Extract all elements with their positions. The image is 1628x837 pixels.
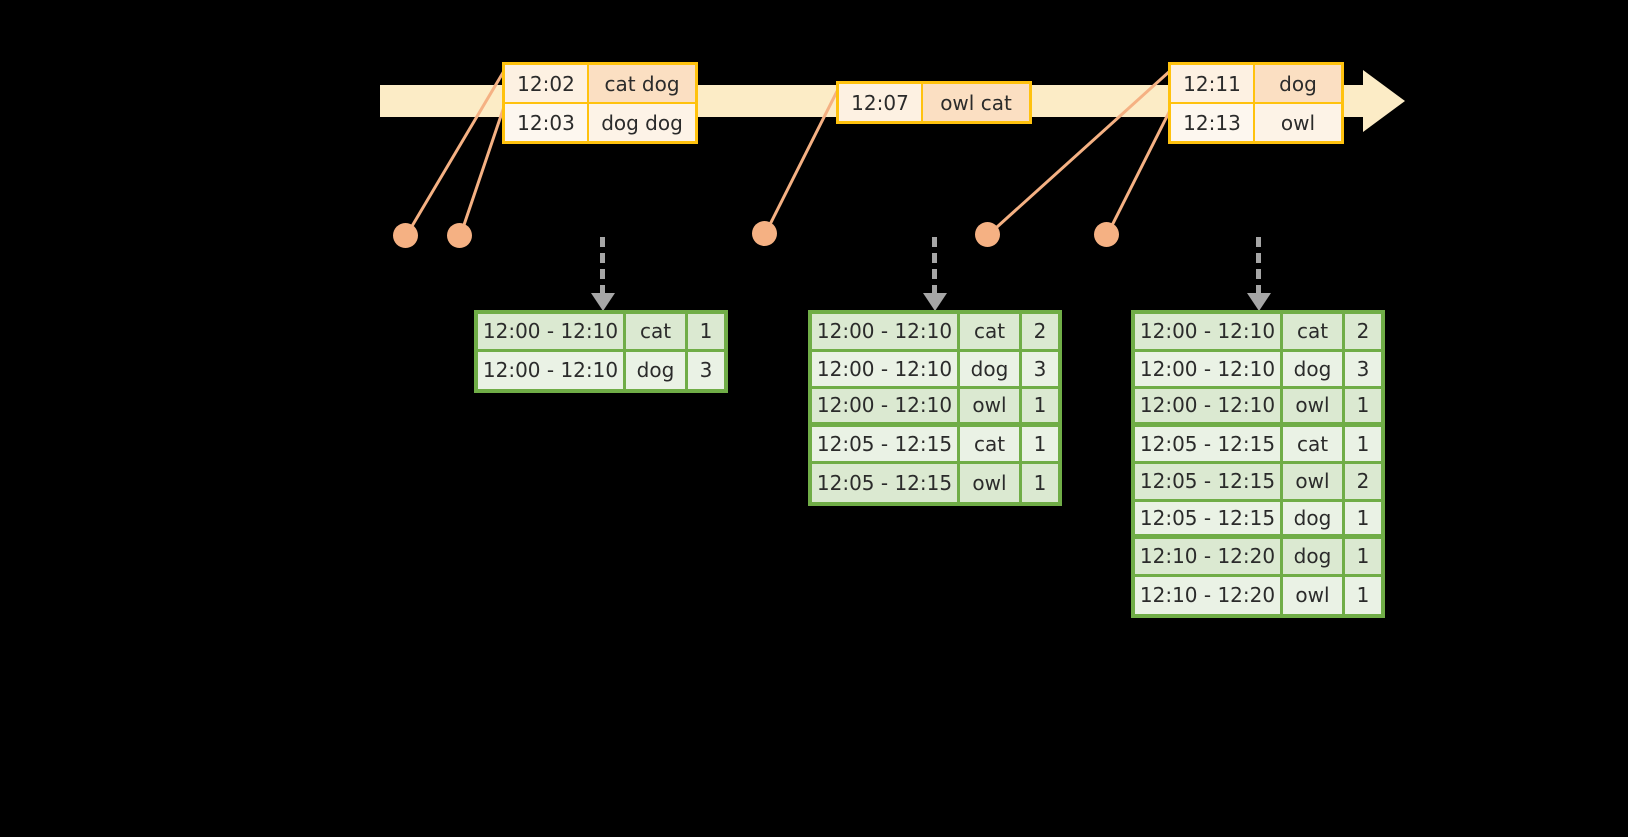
cell-word: cat (1283, 426, 1345, 464)
cell-count: 2 (1345, 464, 1381, 502)
cell-count: 1 (1022, 464, 1058, 502)
cell-time-window: 12:05 - 12:15 (1135, 426, 1283, 464)
dashed-arrow-to-table-3-stem (1256, 237, 1261, 295)
cell-count: 3 (1022, 351, 1058, 389)
dashed-arrow-to-table-1-stem (600, 237, 605, 295)
connector-12-13-dot (1094, 222, 1119, 247)
event-words: dog dog (589, 104, 695, 141)
cell-word: dog (1283, 351, 1345, 389)
cell-count: 1 (1345, 576, 1381, 614)
event-words: owl cat (923, 84, 1029, 121)
connector-12-07-dot (752, 221, 777, 246)
cell-count: 1 (1345, 426, 1381, 464)
cell-count: 3 (688, 351, 724, 389)
cell-time-window: 12:00 - 12:10 (478, 314, 626, 352)
cell-word: cat (960, 314, 1022, 352)
cell-count: 1 (1345, 501, 1381, 539)
cell-word: owl (1283, 464, 1345, 502)
connector-12-13 (1106, 107, 1173, 236)
cell-word: owl (960, 389, 1022, 427)
cell-time-window: 12:00 - 12:10 (1135, 389, 1283, 427)
cell-time-window: 12:00 - 12:10 (1135, 314, 1283, 352)
timeline-arrowhead-icon (1363, 70, 1405, 132)
cell-time-window: 12:00 - 12:10 (478, 351, 626, 389)
cell-time-window: 12:05 - 12:15 (812, 464, 960, 502)
dashed-arrow-to-table-2-head-icon (922, 293, 947, 311)
event-time: 12:11 (1171, 65, 1255, 102)
cell-count: 1 (1022, 389, 1058, 427)
connector-12-03-dot (447, 223, 472, 248)
cell-count: 1 (1345, 389, 1381, 427)
cell-time-window: 12:00 - 12:10 (812, 351, 960, 389)
cell-count: 2 (1345, 314, 1381, 352)
connector-12-03 (459, 105, 506, 236)
event-time: 12:02 (505, 65, 589, 102)
cell-word: owl (960, 464, 1022, 502)
event-words: cat dog (589, 65, 695, 102)
cell-word: dog (1283, 539, 1345, 577)
event-words: owl (1255, 104, 1341, 141)
cell-count: 3 (1345, 351, 1381, 389)
event-time: 12:13 (1171, 104, 1255, 141)
cell-word: cat (1283, 314, 1345, 352)
cell-count: 1 (688, 314, 724, 352)
cell-time-window: 12:05 - 12:15 (812, 426, 960, 464)
cell-time-window: 12:00 - 12:10 (1135, 351, 1283, 389)
cell-count: 1 (1345, 539, 1381, 577)
cell-word: owl (1283, 576, 1345, 614)
cell-word: dog (960, 351, 1022, 389)
cell-time-window: 12:10 - 12:20 (1135, 576, 1283, 614)
cell-time-window: 12:00 - 12:10 (812, 389, 960, 427)
cell-word: owl (1283, 389, 1345, 427)
dashed-arrow-to-table-3-head-icon (1246, 293, 1271, 311)
cell-word: cat (960, 426, 1022, 464)
cell-time-window: 12:05 - 12:15 (1135, 501, 1283, 539)
cell-time-window: 12:00 - 12:10 (812, 314, 960, 352)
connector-12-11-dot (975, 222, 1000, 247)
dashed-arrow-to-table-2-stem (932, 237, 937, 295)
event-time: 12:03 (505, 104, 589, 141)
event-words: dog (1255, 65, 1341, 102)
cell-word: dog (626, 351, 688, 389)
dashed-arrow-to-table-1-head-icon (590, 293, 615, 311)
event-time: 12:07 (839, 84, 923, 121)
cell-time-window: 12:05 - 12:15 (1135, 464, 1283, 502)
connector-12-02-dot (393, 223, 418, 248)
cell-word: cat (626, 314, 688, 352)
cell-word: dog (1283, 501, 1345, 539)
cell-count: 1 (1022, 426, 1058, 464)
cell-count: 2 (1022, 314, 1058, 352)
cell-time-window: 12:10 - 12:20 (1135, 539, 1283, 577)
